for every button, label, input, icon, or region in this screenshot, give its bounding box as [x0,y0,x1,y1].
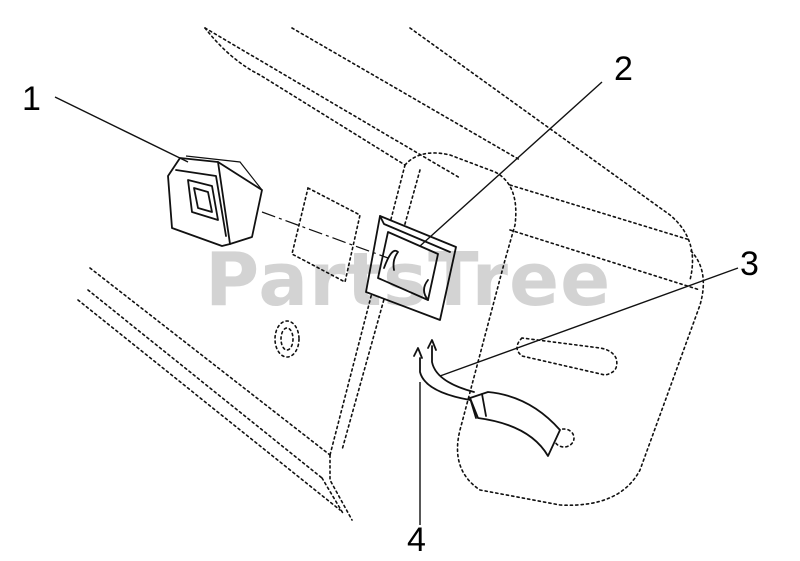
watermark-text: PartsTree [205,237,611,323]
leader-1 [54,96,189,163]
leader-2 [419,81,603,247]
assembly-alignment-line [261,211,389,259]
plate-slot [516,337,618,376]
callout-number-1: 1 [22,80,41,118]
callout-leaders [54,81,739,525]
rocker-switch-part-1 [167,155,263,247]
housing-outline [77,27,701,521]
leader-3 [439,267,739,377]
wire-harness [413,339,561,457]
mounting-plate-outline [329,152,705,506]
callout-number-3: 3 [740,245,759,283]
mounting-hole [274,320,300,358]
callout-number-4: 4 [407,521,426,559]
housing-opening [291,186,361,284]
callout-number-2: 2 [614,50,633,88]
